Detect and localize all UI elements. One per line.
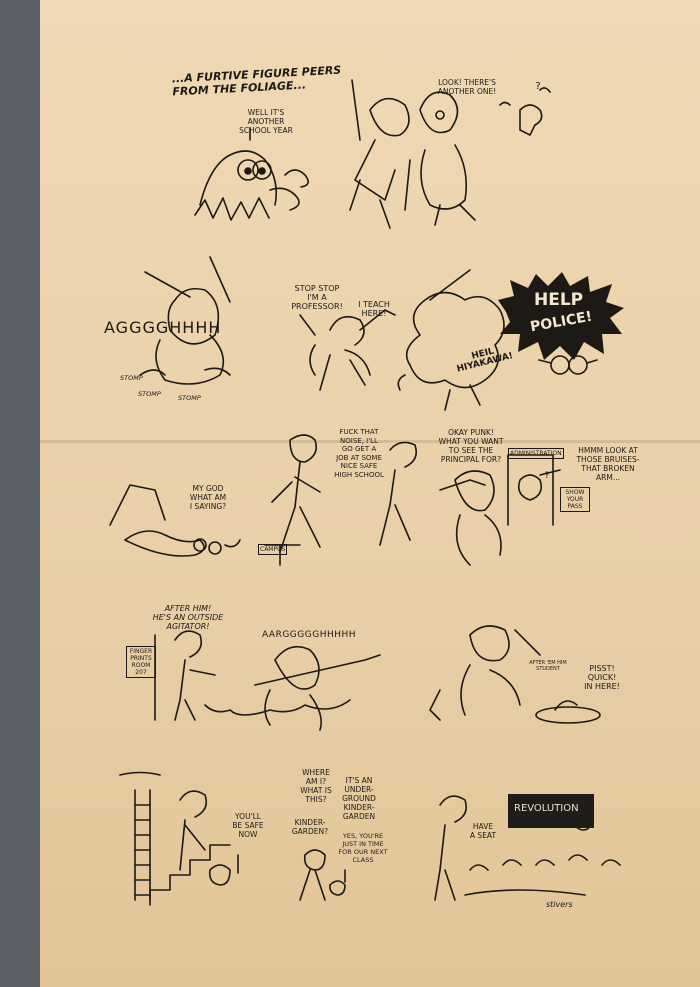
bubble-bruises: HMMM LOOK AT THOSE BRUISES- THAT BROKEN … xyxy=(576,446,640,482)
panel-mob xyxy=(397,269,505,411)
panel-cop-bayonet xyxy=(254,645,381,731)
panel-fallen-professor xyxy=(109,484,241,557)
panel-student-manhole xyxy=(429,625,601,724)
bubble-kindergarden-question: KINDER- GARDEN? xyxy=(291,818,329,836)
bubble-my-god: MY GOD WHAT AM I SAYING? xyxy=(189,484,227,511)
bubble-teach-here: I TEACH HERE! xyxy=(358,300,390,318)
help-police-burst: HELP POLICE! xyxy=(496,272,626,362)
sign-fingerprints-room: FINGER PRINTS ROOM 207 xyxy=(126,646,156,678)
bubble-fuck-that-noise: FUCK THAT NOISE, I'LL GO GET A JOB AT SO… xyxy=(334,428,384,479)
blackboard: REVOLUTION xyxy=(508,794,594,828)
scream-agh: AGGGGHHHH xyxy=(104,318,222,337)
panel-after-him xyxy=(154,630,351,721)
panel-cops-with-club xyxy=(349,79,476,229)
help-glasses-icon xyxy=(538,355,598,375)
sign-administration: ADMINISTRATION xyxy=(508,448,564,459)
panel-professor xyxy=(299,309,396,391)
panel-flying-figure xyxy=(499,87,551,136)
bubble-where-am-i: WHERE AM I? WHAT IS THIS? xyxy=(300,768,332,804)
bubble-underground-kindergarden: IT'S AN UNDER- GROUND KINDER- GARDEN xyxy=(342,776,376,821)
bubble-okay-punk: OKAY PUNK! WHAT YOU WANT TO SEE THE PRIN… xyxy=(438,428,504,464)
blackboard-text: REVOLUTION xyxy=(514,803,579,814)
sign-campus: CAMPUS xyxy=(258,544,288,555)
sign-show-pass: SHOW YOUR PASS xyxy=(560,487,590,512)
sfx-stomp-2: STOMP xyxy=(138,390,161,398)
bubble-have-a-seat: HAVE A SEAT xyxy=(469,822,497,840)
scream-aargh: AARGGGGGHHHHH xyxy=(262,630,357,640)
sfx-stomp-3: STOMP xyxy=(178,394,201,402)
panel-foliage-figure xyxy=(194,127,309,221)
panel-ladder xyxy=(119,771,239,906)
help-burst-shape xyxy=(498,272,624,360)
bubble-pssst: PISST! QUICK! IN HERE! xyxy=(584,664,620,691)
help-text: HELP xyxy=(534,290,584,310)
bubble-safe-now: YOU'LL BE SAFE NOW xyxy=(232,812,264,839)
bubble-after-him: AFTER HIM! HE'S AN OUTSIDE AGITATOR! xyxy=(152,604,224,631)
panel-cop-student xyxy=(379,441,561,566)
question-mark-row3: ? xyxy=(544,471,550,481)
bubble-look-another: LOOK! THERE'S ANOTHER ONE! xyxy=(437,78,497,96)
panel-walking-professor xyxy=(264,434,321,566)
sfx-stomp-1: STOMP xyxy=(120,374,143,382)
panel-underground xyxy=(299,849,346,901)
question-mark-row1: ? xyxy=(535,81,541,92)
page-fold-line xyxy=(40,440,700,443)
bubble-professor: STOP STOP I'M A PROFESSOR! xyxy=(291,284,343,311)
artist-signature: stivers xyxy=(546,900,573,909)
bubble-yes-in-time: YES, YOU'RE JUST IN TIME FOR OUR NEXT CL… xyxy=(338,832,388,864)
bubble-school-year: WELL IT'S ANOTHER SCHOOL YEAR xyxy=(239,108,293,135)
sfx-after-student: AFTER 'EM HIM STUDENT xyxy=(529,660,567,672)
panel-attack xyxy=(139,256,231,385)
